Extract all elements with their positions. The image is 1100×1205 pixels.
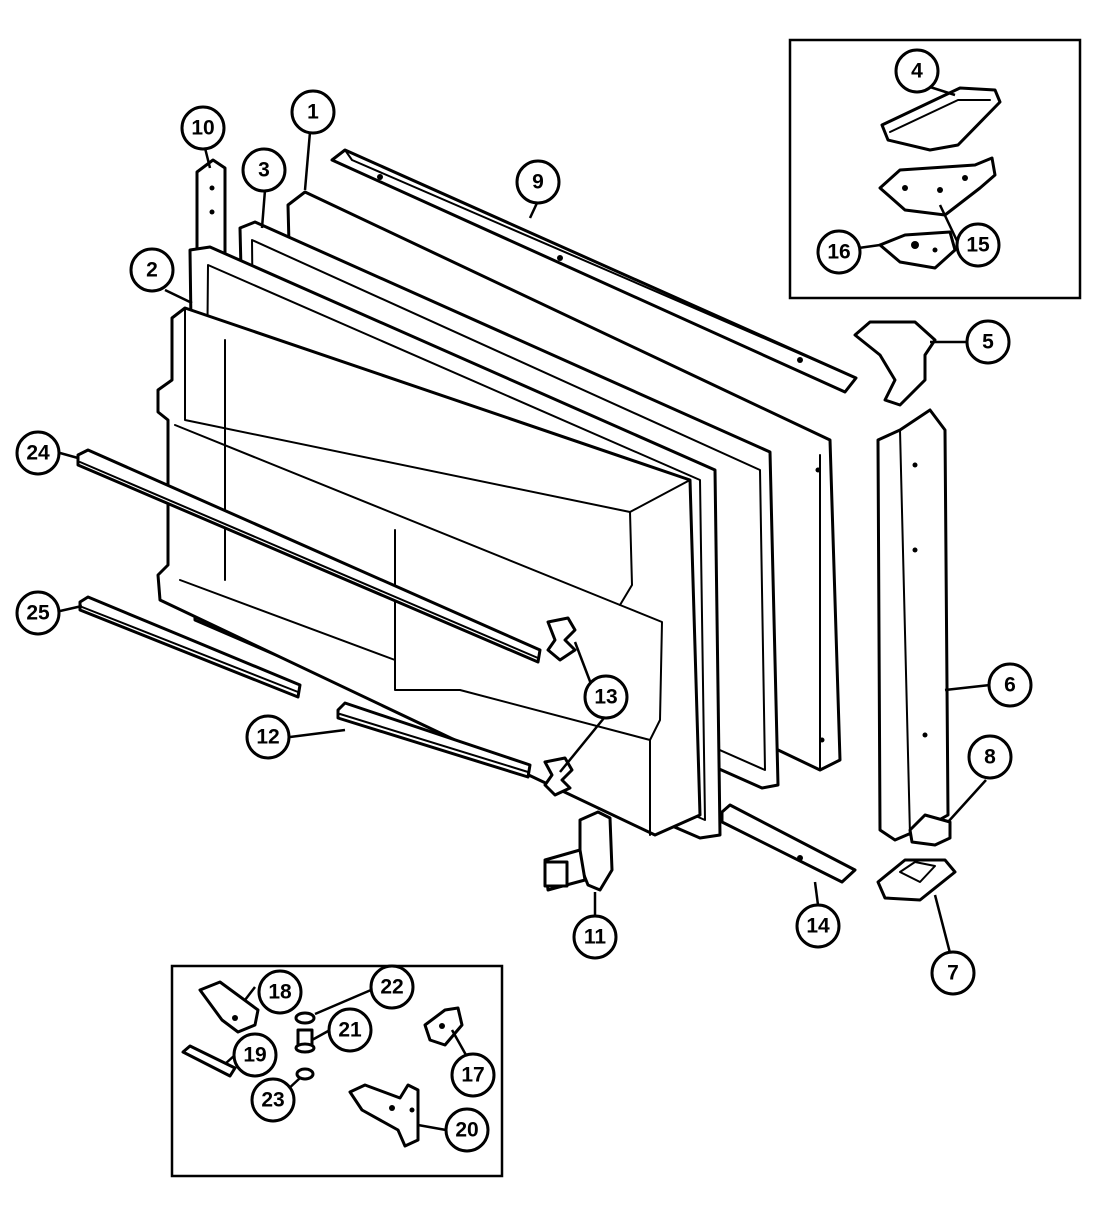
svg-text:2: 2 — [146, 259, 158, 282]
callout-7: 7 — [930, 950, 976, 996]
part-22-washer — [294, 1011, 316, 1025]
svg-text:22: 22 — [380, 976, 403, 999]
callout-24: 24 — [15, 430, 61, 476]
part-25-lower-rail — [78, 595, 302, 699]
callout-1: 1 — [290, 89, 336, 135]
part-8-block — [908, 813, 952, 847]
callout-22: 22 — [369, 964, 415, 1010]
callout-12: 12 — [245, 714, 291, 760]
svg-text:4: 4 — [911, 60, 923, 83]
svg-text:17: 17 — [461, 1064, 484, 1087]
callout-2: 2 — [129, 247, 175, 293]
svg-text:20: 20 — [455, 1119, 478, 1142]
callout-16: 16 — [816, 229, 862, 275]
part-4-hinge-cap — [880, 86, 1002, 152]
svg-text:3: 3 — [258, 159, 270, 182]
svg-text:19: 19 — [243, 1044, 266, 1067]
part-21-bushing — [294, 1028, 316, 1054]
svg-text:24: 24 — [26, 442, 50, 465]
part-23-washer — [295, 1067, 315, 1081]
callout-17: 17 — [450, 1052, 496, 1098]
part-18-bracket — [198, 980, 260, 1034]
part-19-strip — [181, 1044, 237, 1078]
svg-text:8: 8 — [984, 746, 996, 769]
svg-text:16: 16 — [827, 241, 850, 264]
callout-14: 14 — [795, 903, 841, 949]
door-liner — [156, 306, 702, 837]
part-12-rail — [336, 701, 532, 779]
hardware-inset-box — [170, 964, 504, 1178]
svg-text:7: 7 — [947, 962, 959, 985]
part-7-bracket — [876, 858, 957, 902]
part-14-bottom-trim — [720, 803, 857, 884]
svg-text:13: 13 — [594, 686, 617, 709]
svg-text:25: 25 — [26, 602, 50, 625]
svg-text:12: 12 — [256, 726, 279, 749]
callout-18: 18 — [257, 969, 303, 1015]
part-6-right-strip — [876, 408, 950, 842]
callout-5: 5 — [965, 319, 1011, 365]
callout-11: 11 — [572, 914, 618, 960]
callout-25: 25 — [15, 590, 61, 636]
svg-text:21: 21 — [338, 1019, 362, 1042]
part-15-hinge-plate — [878, 156, 997, 217]
part-20-hinge-pin-assembly — [348, 1083, 420, 1148]
callout-10: 10 — [180, 105, 226, 151]
callout-20: 20 — [444, 1107, 490, 1153]
svg-text:15: 15 — [966, 234, 990, 257]
callout-21: 21 — [327, 1007, 373, 1053]
part-9-top-trim — [330, 148, 858, 394]
callout-4: 4 — [894, 48, 940, 94]
part-5-hinge-cover — [853, 320, 937, 407]
callout-3: 3 — [241, 147, 287, 193]
part-17-clip — [423, 1006, 464, 1047]
svg-text:23: 23 — [261, 1089, 284, 1112]
part-16-hinge-shim — [878, 230, 957, 270]
part-24-shelf-rail — [76, 448, 542, 664]
part-11-handle — [543, 810, 614, 892]
callout-19: 19 — [232, 1032, 278, 1078]
callout-15: 15 — [955, 222, 1001, 268]
callout-8: 8 — [967, 734, 1013, 780]
svg-text:6: 6 — [1004, 674, 1016, 697]
callout-13: 13 — [583, 674, 629, 720]
svg-text:10: 10 — [191, 117, 214, 140]
svg-text:5: 5 — [982, 331, 994, 354]
hinge-inset-box — [788, 38, 1082, 300]
callout-23: 23 — [250, 1077, 296, 1123]
svg-text:11: 11 — [584, 926, 607, 949]
svg-text:18: 18 — [268, 981, 292, 1004]
callout-6: 6 — [987, 662, 1033, 708]
svg-text:9: 9 — [532, 171, 544, 194]
svg-text:1: 1 — [307, 101, 319, 124]
callout-9: 9 — [515, 159, 561, 205]
svg-text:14: 14 — [806, 915, 830, 938]
